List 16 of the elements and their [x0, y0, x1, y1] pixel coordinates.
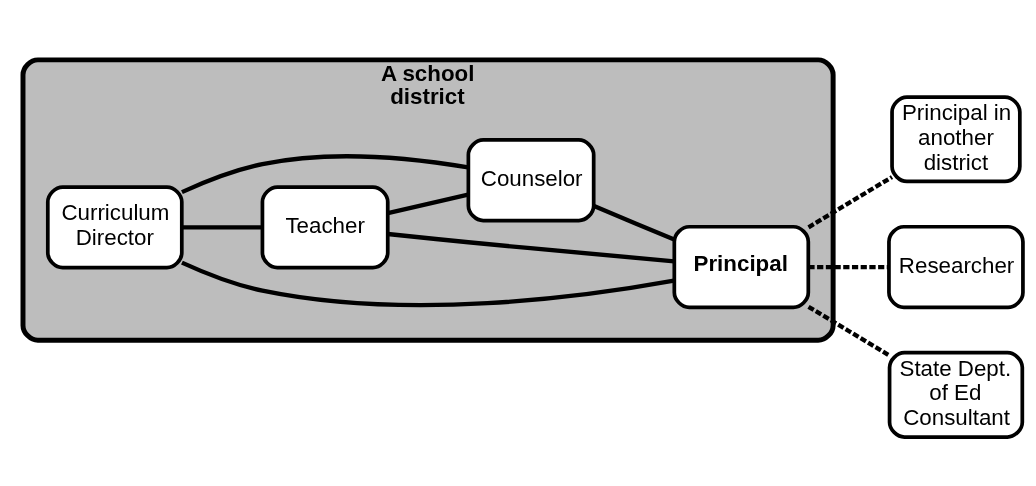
- node-box: Principal in another district: [890, 94, 1022, 183]
- connector: [387, 191, 469, 215]
- node-box: Researcher: [887, 224, 1025, 309]
- connector: [387, 231, 675, 263]
- node-box: Teacher: [260, 184, 390, 270]
- node-box: Principal: [672, 224, 811, 309]
- node-box: State Dept. of Ed Consultant: [887, 350, 1025, 439]
- node-box: Counselor: [466, 137, 596, 222]
- connector: [593, 203, 675, 242]
- connector: [181, 260, 675, 307]
- connector: [181, 153, 469, 194]
- connector: [807, 174, 894, 229]
- connector: [182, 224, 263, 230]
- connector: [808, 264, 889, 269]
- connector: [807, 304, 891, 357]
- node-box: Curriculum Director: [45, 184, 184, 270]
